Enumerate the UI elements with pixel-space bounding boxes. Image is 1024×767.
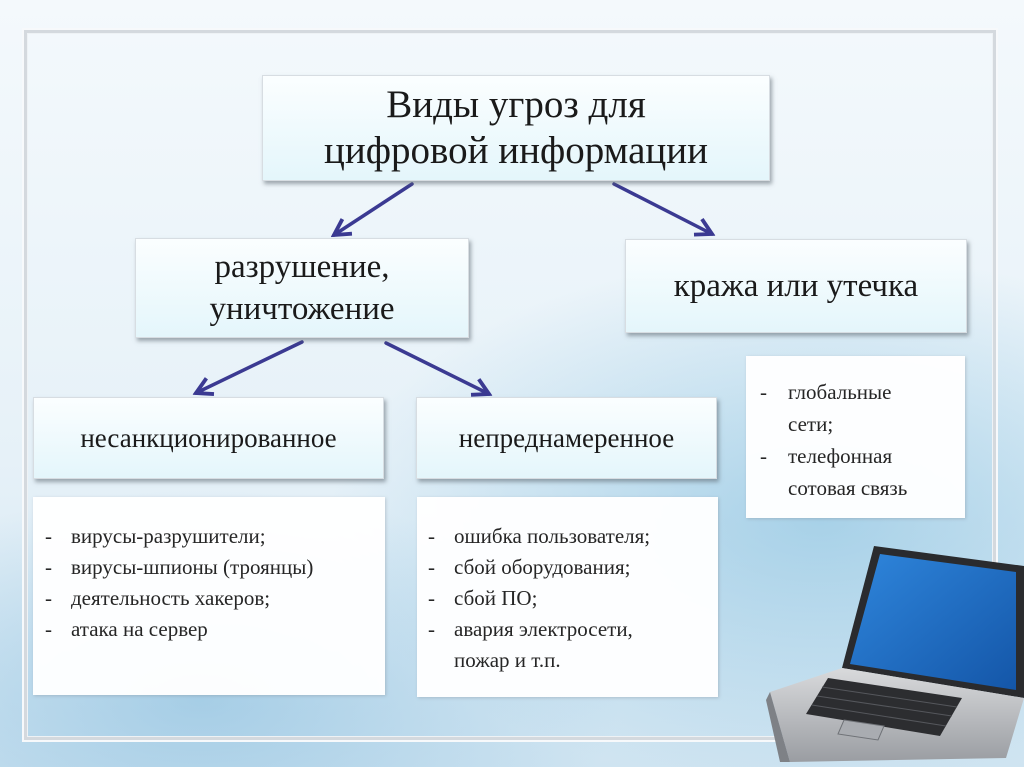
root-title-line-2: цифровой информации: [323, 129, 709, 172]
list-item-line: глобальные: [788, 380, 892, 404]
list-item: сбой ПО;: [420, 583, 718, 614]
unauthorized-list: вирусы-разрушители; вирусы-шпионы (троян…: [33, 497, 385, 695]
arrow-destruction-to-unintentional: [384, 341, 489, 394]
list-item: деятельность хакеров;: [37, 583, 385, 614]
unauthorized-label: несанкционированное: [80, 422, 337, 453]
list-item: телефонная сотовая связь: [752, 440, 965, 504]
list-item-line: сотовая связь: [788, 476, 908, 500]
theft-label: кража или утечка: [673, 267, 919, 304]
destruction-node: разрушение, уничтожение: [135, 238, 469, 338]
theft-list: глобальные сети; телефонная сотовая связ…: [746, 356, 965, 518]
list-item: ошибка пользователя;: [420, 521, 718, 552]
laptop-icon: [766, 546, 1024, 762]
arrow-root-to-theft: [612, 182, 712, 234]
theft-node: кража или утечка: [625, 239, 967, 333]
arrow-root-to-destruction: [334, 182, 414, 235]
unintentional-list: ошибка пользователя; сбой оборудования; …: [417, 497, 718, 697]
list-item: атака на сервер: [37, 614, 385, 645]
list-item: глобальные сети;: [752, 376, 965, 440]
root-node: Виды угроз для цифровой информации: [262, 75, 770, 181]
unintentional-label: непреднамеренное: [458, 422, 675, 453]
list-item-line: пожар и т.п.: [454, 648, 561, 672]
arrow-destruction-to-unauthorized: [196, 340, 304, 393]
slide-frame: [24, 30, 996, 740]
destruction-line-2: уничтожение: [209, 291, 395, 327]
list-item: вирусы-разрушители;: [37, 521, 385, 552]
list-item: сбой оборудования;: [420, 552, 718, 583]
list-item: авария электросети, пожар и т.п.: [420, 614, 718, 676]
root-title-line-1: Виды угроз для: [386, 83, 646, 126]
list-item-line: авария электросети,: [454, 617, 633, 641]
list-item-line: телефонная: [788, 444, 893, 468]
destruction-line-1: разрушение,: [214, 249, 390, 285]
unintentional-node: непреднамеренное: [416, 397, 717, 479]
list-item-line: сети;: [788, 412, 834, 436]
unauthorized-node: несанкционированное: [33, 397, 384, 479]
list-item: вирусы-шпионы (троянцы): [37, 552, 385, 583]
